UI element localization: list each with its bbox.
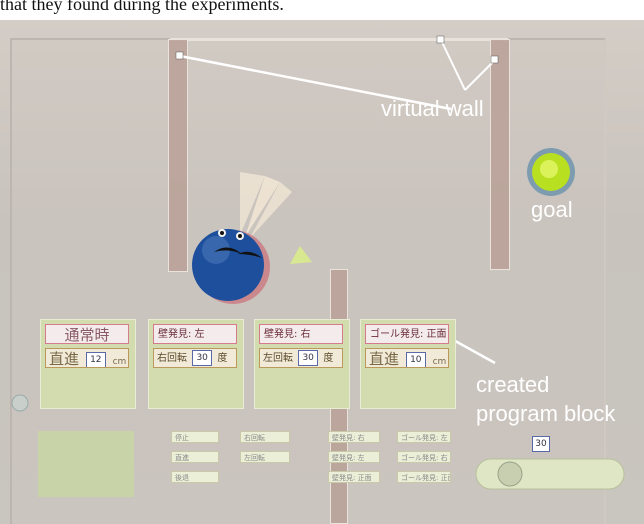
block-action: 直進 10 cm: [365, 348, 449, 368]
virtual-wall-pointer: [440, 39, 466, 91]
goal-label: goal: [531, 197, 573, 222]
sensor-fan: [245, 176, 280, 237]
side-button-icon: [11, 394, 29, 412]
palette-button[interactable]: 停止: [171, 431, 219, 443]
program-block-label: program block: [476, 401, 616, 426]
sensor-fan: [250, 182, 292, 238]
block-unit: 度: [323, 353, 334, 364]
palette-button[interactable]: ゴール発見: 左: [397, 431, 451, 443]
program-block[interactable]: 壁発見: 左 右回転 30 度: [148, 319, 244, 409]
program-block[interactable]: ゴール発見: 正面 直進 10 cm: [360, 319, 456, 409]
counter-value: 30: [532, 436, 550, 452]
thumbnail: [38, 431, 134, 497]
created-label: created: [476, 372, 550, 397]
block-value-input[interactable]: 12: [85, 351, 106, 367]
palette-button[interactable]: 直進: [171, 451, 219, 463]
block-unit: cm: [112, 357, 127, 367]
virtual-wall-pointer: [464, 59, 496, 91]
palette-button[interactable]: 壁発見: 右: [328, 431, 380, 443]
block-action-label: 左回転: [263, 353, 293, 364]
palette-button[interactable]: 壁発見: 左: [328, 451, 380, 463]
experiment-photo: virtual wall goal created program block …: [0, 20, 644, 524]
palette-button[interactable]: 右回転: [240, 431, 290, 443]
block-unit: 度: [217, 353, 228, 364]
block-condition: 通常時: [45, 324, 129, 344]
block-condition: 壁発見: 右: [259, 324, 343, 344]
virtual-wall-label: virtual wall: [381, 96, 484, 121]
program-block[interactable]: 通常時 直進 12 cm: [40, 319, 136, 409]
block-value-input[interactable]: 30: [192, 350, 213, 366]
block-action: 右回転 30 度: [153, 348, 237, 368]
block-unit: cm: [432, 357, 447, 367]
virtual-wall-line: [179, 54, 452, 111]
figure-caption: that they found during the experiments.: [0, 0, 284, 14]
direction-arrow: [290, 246, 312, 264]
palette-button[interactable]: ゴール発見: 正面: [397, 471, 451, 483]
sensor-fan: [240, 172, 265, 235]
robot-body: [192, 229, 264, 301]
block-value-input[interactable]: 10: [405, 351, 426, 367]
program-block[interactable]: 壁発見: 右 左回転 30 度: [254, 319, 350, 409]
block-action: 左回転 30 度: [259, 348, 343, 368]
block-action-label: 直進: [369, 350, 400, 368]
block-condition: 壁発見: 左: [153, 324, 237, 344]
block-action: 直進 12 cm: [45, 348, 129, 368]
block-action-label: 右回転: [157, 353, 187, 364]
robot-highlight: [202, 236, 230, 264]
palette-button[interactable]: 壁発見: 正面: [328, 471, 380, 483]
palette-button[interactable]: ゴール発見: 右: [397, 451, 451, 463]
top-wall-line: [170, 38, 508, 41]
block-value-input[interactable]: 30: [298, 350, 319, 366]
block-action-label: 直進: [49, 350, 80, 368]
right-wall: [490, 39, 510, 270]
scene-graphics: [11, 35, 625, 497]
left-wall: [168, 39, 188, 272]
block-condition: ゴール発見: 正面: [365, 324, 449, 344]
palette-button[interactable]: 後退: [171, 471, 219, 483]
robot-mustache: [214, 247, 242, 254]
slider-knob: [497, 461, 523, 487]
palette-button[interactable]: 左回転: [240, 451, 290, 463]
